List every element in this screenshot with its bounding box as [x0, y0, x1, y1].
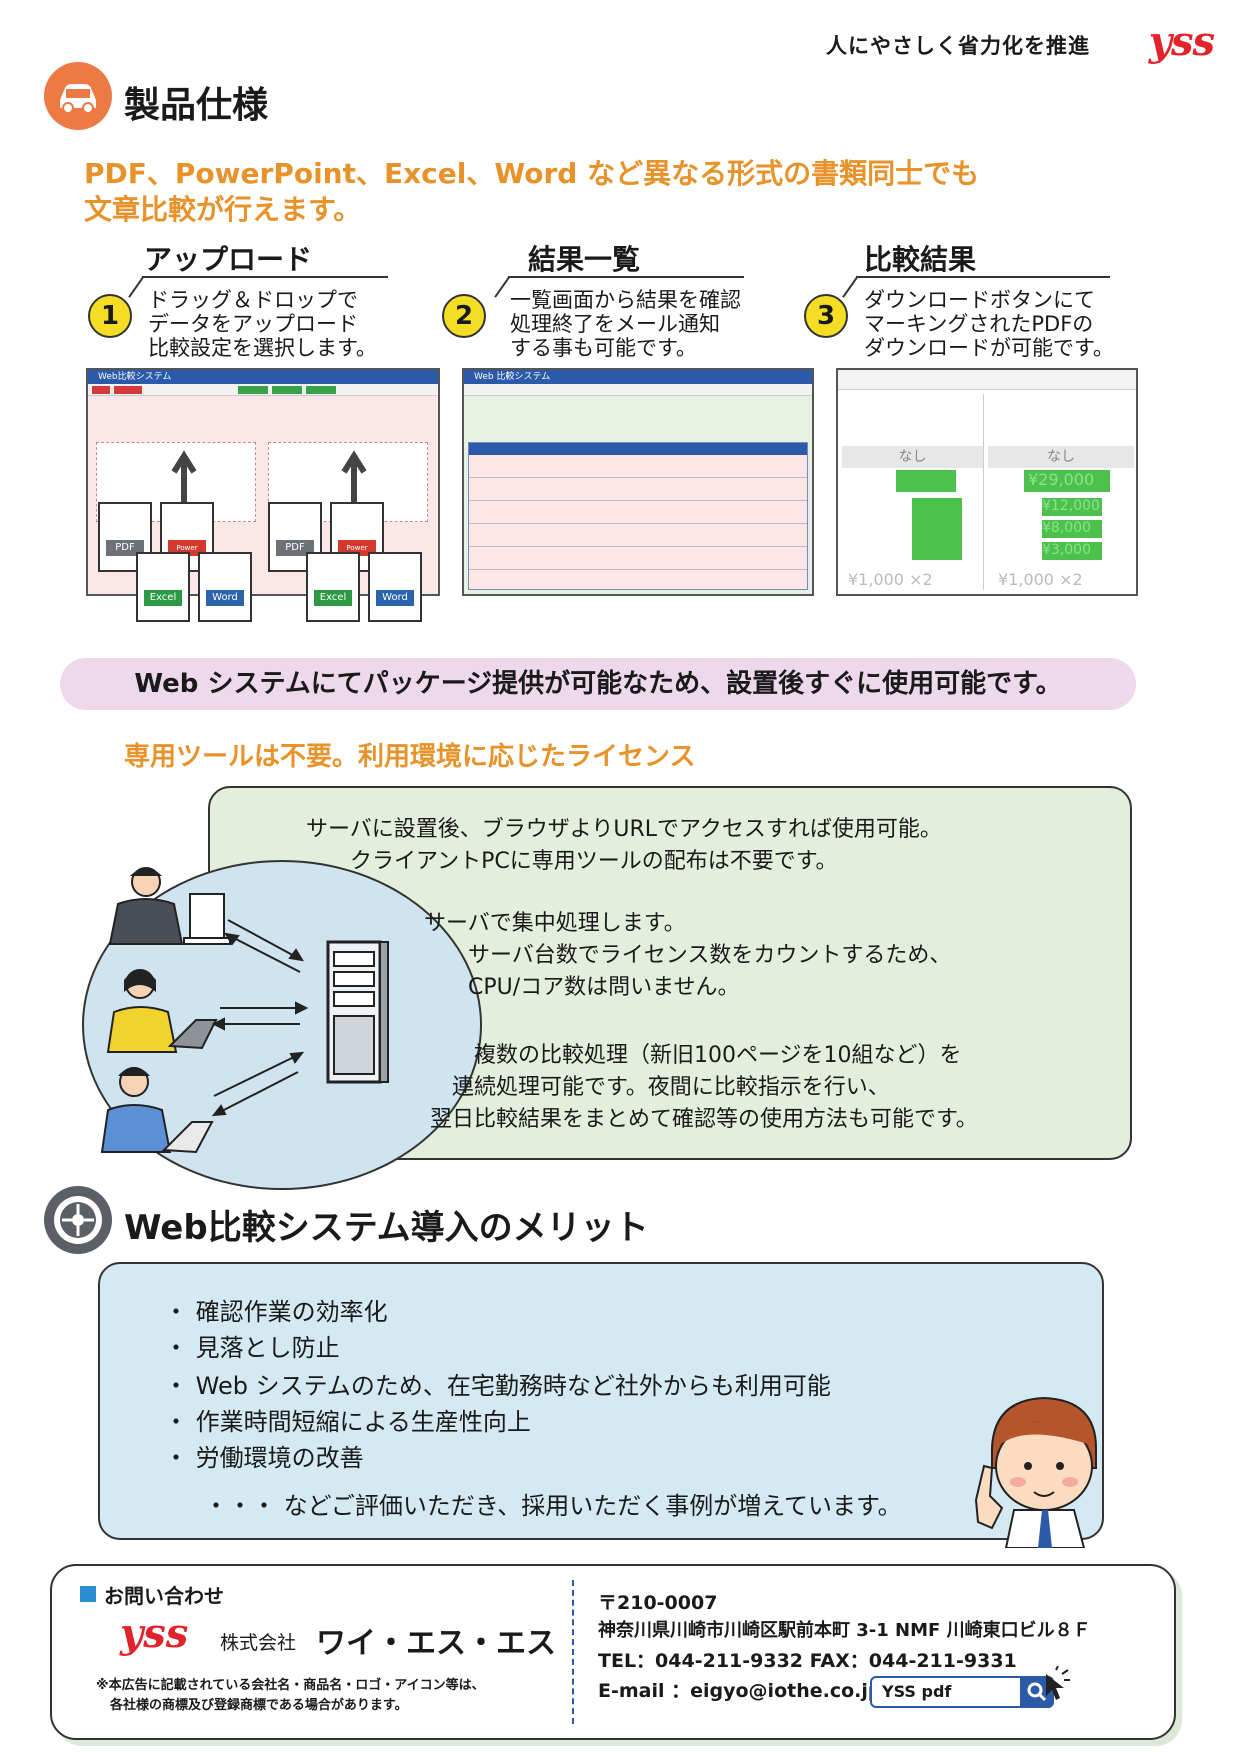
yss-logo: yss — [1148, 18, 1215, 65]
compare-left-pane: なし ¥1,000 ×2 — [842, 394, 984, 590]
user-laptop-icon — [106, 969, 218, 1053]
company-prefix: 株式会社 — [220, 1632, 297, 1654]
company-name: ワイ・エス・エス — [316, 1626, 556, 1661]
result-list-toolbar — [464, 384, 812, 396]
spec-lead-line2: 文章比較が行えます。 — [84, 193, 362, 226]
compare-right-none: なし — [988, 446, 1134, 468]
upload-toolbar — [88, 384, 438, 396]
contact-divider — [572, 1580, 574, 1724]
compare-screenshot: なし ¥1,000 ×2 なし ¥29,000 ¥12,000 ¥8,000 ¥… — [836, 368, 1138, 596]
package-banner: Web システムにてパッケージ提供が可能なため、設置後すぐに使用可能です。 — [60, 658, 1136, 710]
cursor-click-icon — [1046, 1666, 1070, 1700]
excel-file-icon-2: Excel — [306, 552, 360, 622]
step3-title: 比較結果 — [864, 243, 977, 276]
compare-right-value-4: ¥3,000 — [1042, 542, 1102, 560]
trademark-note-2: 各社様の商標及び登録商標である場合があります。 — [110, 1698, 408, 1713]
step3-rule — [856, 276, 1110, 278]
email: E-mail ：eigyo@iothe.co.jp — [598, 1680, 882, 1702]
contact-label: お問い合わせ — [104, 1584, 224, 1608]
step3-slash — [842, 277, 858, 298]
postal-code: 〒210-0007 — [598, 1592, 718, 1614]
contact-yss-logo: yss — [120, 1610, 189, 1657]
user-desktop-icon — [108, 867, 231, 945]
compare-right-value-1: ¥29,000 — [1024, 470, 1110, 492]
step2-number: 2 — [442, 294, 486, 338]
compare-left-value: ¥1,000 ×2 — [848, 570, 933, 589]
merit-item-1: ・ 確認作業の効率化 — [164, 1298, 388, 1326]
tel-fax: TEL：044-211-9332 FAX：044-211-9331 — [598, 1650, 1017, 1672]
merit-item-3: ・ Web システムのため、在宅勤務時など社外からも利用可能 — [164, 1372, 831, 1400]
compare-right-value-3: ¥8,000 — [1042, 520, 1102, 538]
result-list-screenshot: Web 比較システム — [462, 368, 814, 596]
license-paragraph-1: サーバに設置後、ブラウザよりURLでアクセスすれば使用可能。 クライアントPCに… — [306, 817, 942, 874]
contact-square-icon — [80, 1586, 96, 1602]
compare-right-pane: なし ¥29,000 ¥12,000 ¥8,000 ¥3,000 ¥1,000 … — [988, 394, 1134, 590]
merit-item-4: ・ 作業時間短縮による生産性向上 — [164, 1408, 531, 1436]
step2-slash — [494, 277, 510, 298]
step3-number: 3 — [804, 294, 848, 338]
search-box[interactable]: YSS pdf — [870, 1676, 1054, 1708]
step3-desc: ダウンロードボタンにて マーキングされたPDFの ダウンロードが可能です。 — [864, 288, 1114, 360]
step1-rule — [142, 276, 388, 278]
wheel-icon — [44, 1186, 112, 1254]
step2-rule — [508, 276, 744, 278]
merits-title: Web比較システム導入のメリット — [124, 1208, 649, 1248]
search-input-text: YSS pdf — [882, 1682, 952, 1701]
step1-title: アップロード — [144, 243, 313, 276]
upload-screenshot-titlebar: Web比較システム — [88, 370, 438, 384]
user-laptop-icon-2 — [100, 1067, 214, 1154]
license-paragraph-2: サーバで集中処理します。 サーバ台数でライセンス数をカウントするため、 CPU/… — [424, 911, 952, 1000]
connection-arrows — [211, 919, 309, 1117]
server-icon — [326, 940, 389, 1084]
car-icon — [44, 62, 112, 130]
compare-left-none: なし — [842, 446, 983, 468]
mascot-character-icon — [974, 1396, 1097, 1548]
compare-right-value-2: ¥12,000 — [1042, 498, 1102, 516]
result-list-titlebar: Web 比較システム — [464, 370, 812, 384]
search-icon — [1027, 1682, 1047, 1702]
merits-closing: ・・・ などご評価いただき、採用いただく事例が増えています。 — [204, 1492, 902, 1520]
merit-item-5: ・ 労働環境の改善 — [164, 1444, 364, 1472]
client-server-illustration — [100, 867, 389, 1154]
address: 神奈川県川崎市川崎区駅前本町 3-1 NMF 川崎東口ビル８Ｆ — [598, 1620, 1091, 1641]
trademark-note-1: ※本広告に記載されている会社名・商品名・ロゴ・アイコン等は、 — [96, 1678, 485, 1693]
word-file-icon: Word — [198, 552, 252, 622]
step2-desc: 一覧画面から結果を確認 処理終了をメール通知 する事も可能です。 — [510, 288, 741, 360]
step1-slash — [128, 277, 144, 298]
merits-box: ・ 確認作業の効率化 ・ 見落とし防止 ・ Web システムのため、在宅勤務時な… — [98, 1262, 1104, 1540]
spec-title: 製品仕様 — [124, 85, 269, 126]
step1-number: 1 — [88, 294, 132, 338]
excel-file-icon: Excel — [136, 552, 190, 622]
step2-title: 結果一覧 — [528, 243, 641, 276]
compare-toolbar — [838, 370, 1136, 390]
compare-right-value-5: ¥1,000 ×2 — [998, 570, 1083, 589]
pdf-file-icon: PDF — [98, 502, 152, 572]
header-tagline: 人にやさしく省力化を推進 — [826, 34, 1090, 58]
step1-desc: ドラッグ＆ドロップで データをアップロード 比較設定を選択します。 — [148, 288, 377, 360]
merit-item-2: ・ 見落とし防止 — [164, 1334, 340, 1362]
result-list-table — [468, 442, 808, 590]
license-paragraph-3: 複数の比較処理（新旧100ページを10組など）を 連続処理可能です。夜間に比較指… — [430, 1043, 978, 1132]
word-file-icon-2: Word — [368, 552, 422, 622]
contact-box: お問い合わせ yss 株式会社 ワイ・エス・エス ※本広告に記載されている会社名… — [50, 1564, 1176, 1740]
license-subhead: 専用ツールは不要。利用環境に応じたライセンス — [124, 742, 696, 772]
spec-lead-line1: PDF、PowerPoint、Excel、Word など異なる形式の書類同士でも — [84, 157, 980, 190]
spec-lead: PDF、PowerPoint、Excel、Word など異なる形式の書類同士でも… — [84, 156, 979, 228]
pdf-file-icon-2: PDF — [268, 502, 322, 572]
